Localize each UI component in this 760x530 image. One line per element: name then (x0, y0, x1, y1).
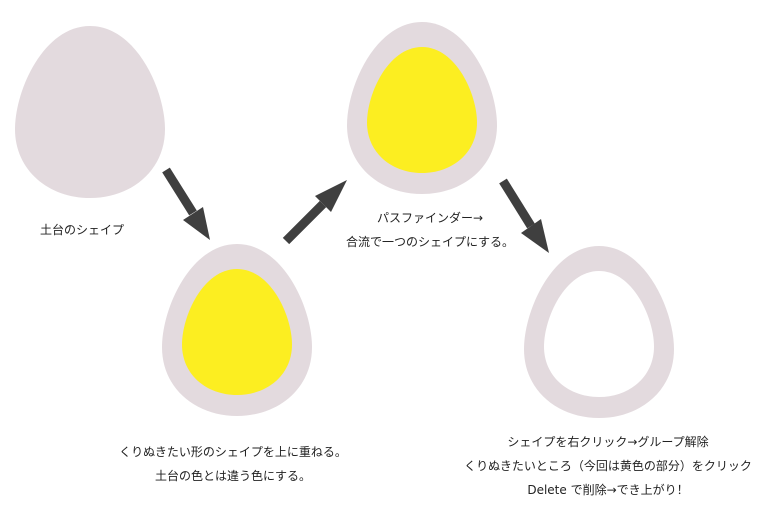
caption-ungroup-line-2: くりぬきたいところ（今回は黄色の部分）をクリック (464, 459, 752, 473)
caption-base: 土台のシェイプ (40, 218, 124, 242)
caption-overlap-line-1: くりぬきたい形のシェイプを上に重ねる。 (119, 445, 347, 459)
step-base-egg (15, 26, 165, 199)
step-result-egg-ring (524, 246, 674, 419)
caption-ungroup-line-3: Delete で削除→でき上がり！ (527, 483, 689, 497)
caption-pathfinder: パスファインダー→ 合流で一つのシェイプにする。 (330, 206, 530, 254)
caption-base-line-1: 土台のシェイプ (40, 223, 125, 237)
caption-overlap-line-2: 土台の色とは違う色にする。 (154, 469, 312, 483)
arrow-pathfinder-to-result (499, 178, 549, 253)
caption-pathfinder-line-2: 合流で一つのシェイプにする。 (345, 235, 515, 249)
arrow-base-to-overlap (162, 167, 210, 240)
caption-ungroup: シェイプを右クリック→グループ解除 くりぬきたいところ（今回は黄色の部分）をクリ… (458, 430, 758, 502)
caption-overlap: くりぬきたい形のシェイプを上に重ねる。 土台の色とは違う色にする。 (88, 440, 378, 488)
arrow-overlap-to-pathfinder (282, 180, 347, 245)
caption-ungroup-line-1: シェイプを右クリック→グループ解除 (507, 435, 709, 449)
caption-pathfinder-line-1: パスファインダー→ (376, 211, 484, 225)
